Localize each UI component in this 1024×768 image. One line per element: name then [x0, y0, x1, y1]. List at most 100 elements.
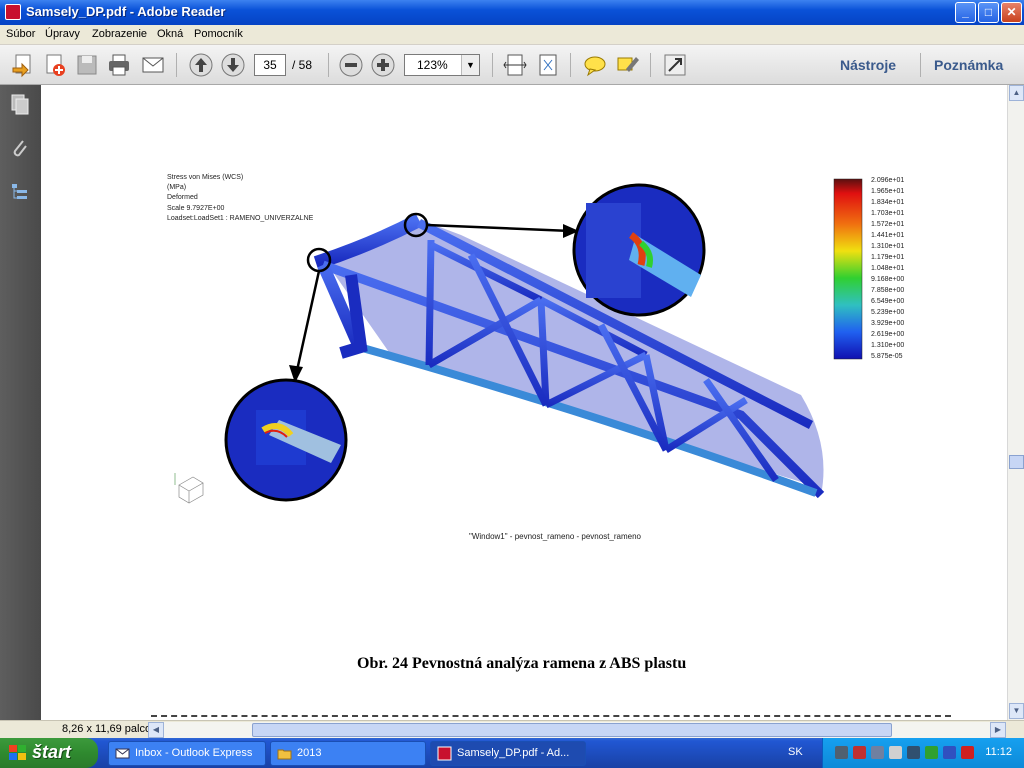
toolbar: 35 / 58 123% ▼ Nástroje Poznámka: [0, 45, 1024, 85]
horizontal-scrollbar[interactable]: ◀ ▶: [148, 722, 1006, 738]
volume-icon[interactable]: [889, 746, 902, 759]
adobe-reader-icon: [5, 4, 21, 20]
menu-help[interactable]: Pomocník: [194, 28, 243, 40]
highlight-text-icon[interactable]: [615, 52, 641, 78]
scroll-right-icon[interactable]: ▶: [990, 722, 1006, 738]
menu-window[interactable]: Okná: [157, 28, 184, 40]
email-icon[interactable]: [140, 52, 166, 78]
status-bar: 8,26 x 11,69 palcov ◀ ▶: [0, 720, 1024, 738]
zoom-out-icon[interactable]: [338, 52, 364, 78]
next-page-icon[interactable]: [220, 52, 246, 78]
windows-flag-icon: [9, 745, 26, 760]
display-icon[interactable]: [943, 746, 956, 759]
taskbar: štart Inbox - Outlook Express 2013 Samse…: [0, 738, 1024, 768]
svg-text:1.048e+01: 1.048e+01: [871, 265, 904, 272]
save-icon[interactable]: [74, 52, 100, 78]
svg-text:3.929e+00: 3.929e+00: [871, 320, 904, 327]
task-outlook[interactable]: Inbox - Outlook Express: [108, 741, 266, 766]
svg-text:1.310e+00: 1.310e+00: [871, 342, 904, 349]
svg-text:1.572e+01: 1.572e+01: [871, 221, 904, 228]
network-icon[interactable]: [835, 746, 848, 759]
svg-text:1.441e+01: 1.441e+01: [871, 232, 904, 239]
scroll-left-icon[interactable]: ◀: [148, 722, 164, 738]
truss-arm-model: [313, 213, 825, 499]
svg-text:5.875e-05: 5.875e-05: [871, 353, 903, 360]
maximize-button[interactable]: □: [978, 2, 999, 23]
comment-link[interactable]: Poznámka: [934, 57, 1004, 73]
bookmarks-icon[interactable]: [9, 181, 31, 203]
fea-figure: Stress von Mises (WCS) (MPa) Deformed Sc…: [167, 174, 904, 504]
zoom-in-icon[interactable]: [370, 52, 396, 78]
attachments-icon[interactable]: [9, 137, 31, 159]
scroll-down-icon[interactable]: ▼: [1009, 703, 1024, 719]
vertical-scrollbar[interactable]: ▲ ▼: [1007, 85, 1024, 720]
header-line-2: (MPa): [167, 184, 186, 191]
svg-text:2.619e+00: 2.619e+00: [871, 331, 904, 338]
page-break-divider: [151, 715, 951, 717]
chevron-down-icon[interactable]: ▼: [461, 55, 479, 75]
zoom-value: 123%: [417, 58, 448, 72]
svg-text:5.239e+00: 5.239e+00: [871, 309, 904, 316]
pdf-icon: [437, 746, 452, 761]
start-label: štart: [32, 742, 72, 762]
task-adobe-reader[interactable]: Samsely_DP.pdf - Ad...: [430, 741, 586, 766]
axis-triad-icon: [174, 473, 204, 504]
system-tray: 11:12: [822, 738, 1024, 768]
horizontal-scroll-thumb[interactable]: [252, 723, 892, 737]
header-line-1: Stress von Mises (WCS): [167, 174, 243, 181]
language-indicator[interactable]: SK: [788, 746, 803, 758]
svg-text:1.834e+01: 1.834e+01: [871, 199, 904, 206]
window-title: Samsely_DP.pdf - Adobe Reader: [26, 4, 226, 19]
zoom-level-select[interactable]: 123% ▼: [404, 54, 480, 76]
close-button[interactable]: ✕: [1001, 2, 1022, 23]
document-page: Stress von Mises (WCS) (MPa) Deformed Sc…: [41, 85, 1007, 720]
page-total: / 58: [292, 58, 313, 72]
phone-icon[interactable]: [907, 746, 920, 759]
header-line-3: Deformed: [167, 194, 198, 201]
svg-text:1.179e+01: 1.179e+01: [871, 254, 904, 261]
scroll-up-icon[interactable]: ▲: [1009, 85, 1024, 101]
menu-view[interactable]: Zobrazenie: [92, 28, 148, 40]
svg-text:1.703e+01: 1.703e+01: [871, 210, 904, 217]
monitor-icon[interactable]: [871, 746, 884, 759]
comment-icon[interactable]: [582, 52, 608, 78]
folder-icon: [277, 749, 292, 760]
print-icon[interactable]: [106, 52, 132, 78]
scroll-thumb[interactable]: [1009, 455, 1024, 469]
svg-text:9.168e+00: 9.168e+00: [871, 276, 904, 283]
detail-zoom-left: [224, 378, 348, 502]
legend-labels: 2.096e+01 1.965e+01 1.834e+01 1.703e+01 …: [871, 177, 904, 360]
create-pdf-icon[interactable]: [42, 52, 68, 78]
clock: 11:12: [985, 746, 1012, 758]
figure-caption: Obr. 24 Pevnostná analýza ramena z ABS p…: [357, 655, 687, 672]
previous-page-icon[interactable]: [188, 52, 214, 78]
menu-file[interactable]: Súbor: [6, 28, 36, 40]
minimize-button[interactable]: _: [955, 2, 976, 23]
open-file-icon[interactable]: [10, 52, 36, 78]
antivirus-icon[interactable]: [961, 746, 974, 759]
fit-page-icon[interactable]: [535, 52, 561, 78]
svg-text:2.096e+01: 2.096e+01: [871, 177, 904, 184]
outlook-icon: [115, 748, 130, 759]
fit-width-icon[interactable]: [502, 52, 528, 78]
security-icon[interactable]: [925, 746, 938, 759]
header-line-5: Loadset:LoadSet1 : RAMENO_UNIVERZALNE: [167, 215, 314, 222]
tools-link[interactable]: Nástroje: [840, 57, 897, 73]
svg-text:6.549e+00: 6.549e+00: [871, 298, 904, 305]
svg-text:7.858e+00: 7.858e+00: [871, 287, 904, 294]
svg-text:1.965e+01: 1.965e+01: [871, 188, 904, 195]
page-size-label: 8,26 x 11,69 palcov: [62, 723, 157, 735]
stress-color-legend: [833, 178, 863, 360]
detail-zoom-right: [572, 183, 706, 317]
page-number-input[interactable]: 35: [254, 54, 286, 76]
start-button[interactable]: štart: [0, 738, 98, 768]
title-bar: Samsely_DP.pdf - Adobe Reader _ □ ✕: [0, 0, 1024, 25]
expand-icon[interactable]: [662, 52, 688, 78]
header-line-4: Scale 9.7927E+00: [167, 205, 225, 212]
pages-icon[interactable]: [9, 93, 31, 115]
navigation-pane: [0, 85, 41, 720]
menu-edit[interactable]: Úpravy: [45, 28, 80, 40]
window-label: "Window1" - pevnost_rameno - pevnost_ram…: [469, 532, 641, 541]
disconnected-network-icon[interactable]: [853, 746, 866, 759]
task-folder[interactable]: 2013: [270, 741, 426, 766]
